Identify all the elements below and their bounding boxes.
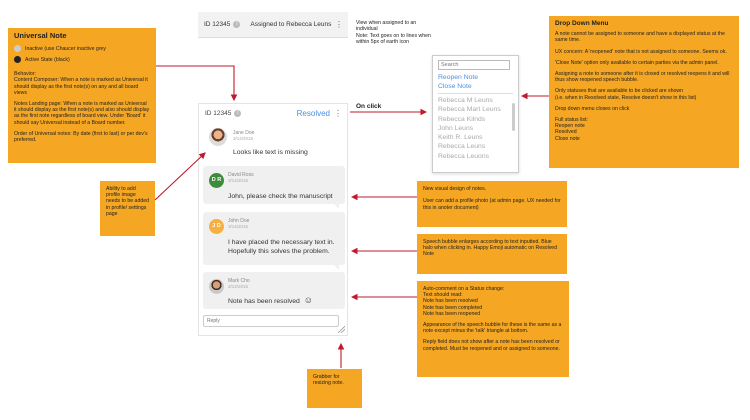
universal-note-text: Behavior: Content Composer: When a note … <box>14 71 148 96</box>
dropdown-note-text: Only statuses that are available to be c… <box>555 88 697 101</box>
status-dropdown-menu: Reopen Note Close Note Rebecca M Leuns R… <box>432 55 519 173</box>
dropdown-note-text: UX concern: A 'reopened' note that is no… <box>555 48 727 55</box>
active-dot-icon <box>14 56 21 64</box>
profile-image-sticky: Ability to add profile image needs to be… <box>100 181 155 236</box>
assigned-label: Assigned to Rebecca Leuns <box>250 21 332 28</box>
grabber-text: Grabber for resizing note. <box>313 374 344 387</box>
universal-note-sticky: Universal Note Inactive (use Chaucer ina… <box>8 28 156 163</box>
note-panel-header: ID 12345 i Resolved ⋮ <box>199 104 347 122</box>
header-id: ID 12345 <box>204 21 231 28</box>
message-text: John, please check the manuscript <box>228 193 333 200</box>
dropdown-user[interactable]: Rebecca Leuons <box>438 152 490 160</box>
auto-comment-text: Appearance of the speech bubble for thes… <box>423 322 562 335</box>
dropdown-user[interactable]: John Leuns <box>438 124 474 132</box>
universal-note-text: Notes Landing page: When a note is marke… <box>14 101 150 126</box>
dropdown-option-reopen[interactable]: Reopen Note <box>438 74 479 81</box>
avatar: J D <box>209 219 224 234</box>
dropdown-note-text: A note cannot be assigned to someone and… <box>555 31 725 44</box>
assigned-view-annotation: View when assigned to an individual Note… <box>356 20 431 45</box>
dropdown-note-text: Assigning a note to someone after it is … <box>555 71 730 84</box>
on-click-label: On click <box>356 103 382 110</box>
author-name: Jane Doe <box>233 130 255 136</box>
note-message: Mark Cho 3/14/2015 Note has been resolve… <box>203 272 345 309</box>
info-icon[interactable]: i <box>234 109 242 117</box>
dropdown-scrollbar[interactable] <box>512 103 515 131</box>
note-message: Jane Doe 3/14/2015 Looks like text is mi… <box>203 124 345 166</box>
grabber-sticky: Grabber for resizing note. <box>307 369 362 408</box>
speech-tail <box>333 203 339 209</box>
auto-comment-text: Auto-comment on a Status change: Text sh… <box>423 286 505 317</box>
resize-grabber-icon[interactable] <box>337 325 345 333</box>
dropdown-user[interactable]: Rebecca Kilnds <box>438 115 486 123</box>
dropdown-option-close[interactable]: Close Note <box>438 83 472 90</box>
legend-active-label: Active State (black) <box>25 56 70 63</box>
reply-input[interactable] <box>203 315 339 327</box>
avatar <box>209 128 227 146</box>
message-text: Looks like text is missing <box>233 149 308 156</box>
visual-design-text: New visual design of notes. User can add… <box>423 186 561 211</box>
author-name: David Ross <box>228 172 254 178</box>
dropdown-search-input[interactable] <box>438 60 510 70</box>
dropdown-note-title: Drop Down Menu <box>555 20 609 27</box>
avatar <box>209 279 224 294</box>
message-date: 3/14/2015 <box>228 178 249 183</box>
speech-bubble-sticky: Speech bubble enlarges according to text… <box>417 234 567 274</box>
dropdown-note-text: 'Close Note' option only available to ce… <box>555 59 719 66</box>
universal-note-text: Order of Universal notes: By date (first… <box>14 130 148 144</box>
info-icon[interactable]: i <box>233 21 241 28</box>
dropdown-user[interactable]: Rebecca M Leuns <box>438 97 493 104</box>
universal-note-title: Universal Note <box>14 31 67 40</box>
message-text: I have placed the necessary text in. Hop… <box>228 239 335 255</box>
speech-tail <box>333 264 339 270</box>
more-options-icon[interactable]: ⋮ <box>335 20 343 29</box>
profile-image-text: Ability to add profile image needs to be… <box>106 186 149 217</box>
happy-emoji-icon: ☺ <box>303 295 313 305</box>
note-panel: ID 12345 i Resolved ⋮ Jane Doe 3/14/2015… <box>198 103 348 336</box>
dropdown-note-sticky: Drop Down Menu A note cannot be assigned… <box>549 16 739 168</box>
message-text: Note has been resolved ☺ <box>228 296 313 306</box>
legend-active-row: Active State (black) <box>14 56 150 64</box>
dropdown-note-text: Drop down menu closes on click <box>555 105 630 112</box>
note-message: D R David Ross 3/14/2015 John, please ch… <box>203 166 345 209</box>
note-id: ID 12345 <box>205 109 232 117</box>
message-date: 3/14/2015 <box>228 284 249 289</box>
inactive-dot-icon <box>14 45 21 53</box>
visual-design-sticky: New visual design of notes. User can add… <box>417 181 567 227</box>
auto-comment-sticky: Auto-comment on a Status change: Text sh… <box>417 281 569 377</box>
dropdown-user[interactable]: Rebecca Leuns <box>438 143 486 151</box>
legend-inactive-label: Inactive (use Chaucer inactive grey <box>25 45 107 52</box>
message-date: 3/14/2015 <box>233 136 254 141</box>
status-dropdown[interactable]: Resolved <box>296 108 330 118</box>
note-message: J D John Doe 3/14/2015 I have placed the… <box>203 212 345 270</box>
author-name: Mark Cho <box>228 278 250 284</box>
avatar: D R <box>209 173 224 188</box>
legend-inactive-row: Inactive (use Chaucer inactive grey <box>14 45 150 53</box>
dropdown-user[interactable]: Keith R. Leuns <box>438 134 483 142</box>
more-options-icon[interactable]: ⋮ <box>334 108 342 118</box>
author-name: John Doe <box>228 218 250 224</box>
dropdown-note-text: Full status list: Reopen note Resolved C… <box>555 117 588 142</box>
dropdown-divider <box>438 93 513 94</box>
speech-bubble-text: Speech bubble enlarges according to text… <box>423 239 558 258</box>
assigned-view-header: ID 12345 i Assigned to Rebecca Leuns ⋮ <box>198 12 348 38</box>
resolved-message: Note has been resolved <box>228 298 300 305</box>
auto-comment-text: Reply field does not show after a note h… <box>423 339 560 352</box>
dropdown-user[interactable]: Rebecca Mart Leuns <box>438 106 501 114</box>
message-date: 3/14/2015 <box>228 224 249 229</box>
